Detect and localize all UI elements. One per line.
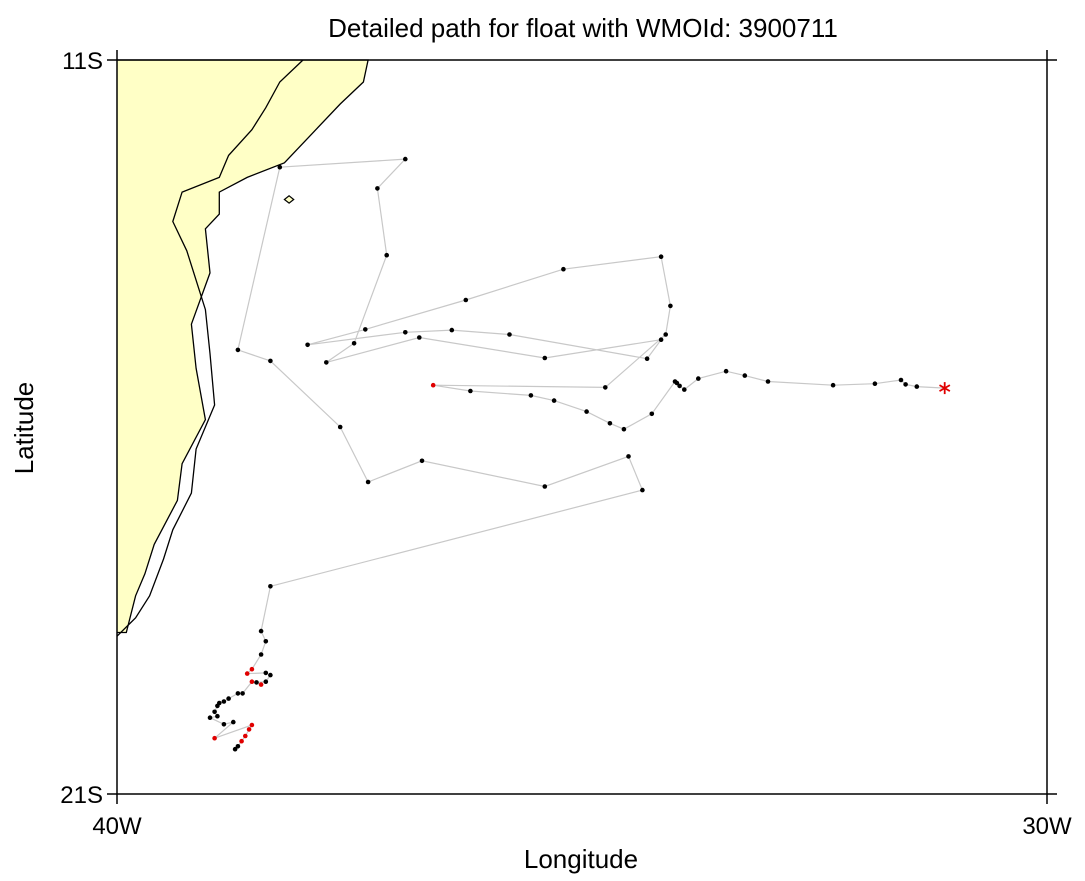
profile-point: [324, 360, 329, 365]
profile-point: [607, 421, 613, 426]
profile-point: [830, 382, 836, 388]
coastline: [117, 59, 369, 634]
profile-point: [419, 458, 425, 464]
profile-point: [507, 332, 512, 337]
profile-point: [723, 368, 729, 374]
profile-point: [240, 691, 245, 696]
profile-point: [221, 722, 227, 727]
flagged-profile-point: [258, 682, 264, 687]
profile-point: [226, 696, 231, 701]
profile-point: [221, 699, 227, 704]
flagged-profile-point: [246, 727, 252, 732]
profile-point: [263, 670, 269, 676]
chart-title: Detailed path for float with WMOId: 3900…: [328, 13, 838, 43]
profile-point: [417, 335, 422, 340]
profile-point: [207, 715, 213, 720]
island-shape: [283, 195, 295, 204]
isobath-line: [116, 59, 304, 637]
profile-point: [672, 379, 678, 384]
profile-point: [231, 719, 236, 725]
profile-point: [268, 672, 273, 678]
track-end-marker: [939, 382, 951, 395]
profile-point: [468, 388, 473, 394]
profile-point: [872, 381, 878, 387]
profile-point: [682, 387, 687, 392]
profile-point: [263, 639, 269, 644]
profile-point: [375, 186, 380, 191]
profile-point: [215, 713, 220, 719]
profile-point: [384, 252, 390, 258]
x-axis-label: Longitude: [524, 844, 638, 874]
profile-point: [403, 156, 408, 162]
profile-point: [542, 484, 548, 489]
profile-point: [235, 691, 241, 696]
profile-point: [551, 398, 557, 403]
profile-point: [258, 628, 264, 634]
profile-point: [254, 680, 259, 685]
profile-point: [528, 393, 534, 398]
profile-point: [914, 384, 920, 389]
flagged-profile-point: [239, 738, 244, 744]
profile-point: [742, 373, 748, 378]
profile-point: [215, 703, 220, 709]
profile-point: [663, 332, 668, 337]
x-tick-label: 40W: [92, 813, 142, 840]
profile-point: [658, 337, 664, 343]
profile-point: [561, 266, 566, 272]
profile-point: [403, 330, 408, 335]
profile-point: [235, 744, 241, 749]
profile-point: [232, 746, 238, 752]
profile-point: [351, 341, 357, 346]
flagged-profile-point: [243, 733, 248, 739]
profile-point: [263, 679, 269, 684]
profile-point: [626, 454, 631, 459]
profile-point: [212, 709, 217, 715]
profile-point: [258, 652, 264, 657]
profile-point: [542, 355, 548, 361]
profile-point: [235, 347, 241, 353]
profile-point: [658, 254, 664, 259]
profile-point: [305, 342, 310, 348]
flagged-profile-point: [430, 382, 436, 388]
profile-point: [365, 479, 371, 485]
profile-point: [621, 426, 627, 432]
flagged-profile-point: [212, 735, 217, 741]
profile-point: [449, 327, 455, 333]
y-axis-label: Latitude: [9, 382, 39, 475]
profile-point: [463, 297, 469, 303]
y-tick-label: 11S: [62, 48, 103, 75]
flagged-profile-point: [249, 666, 255, 672]
profile-point: [649, 411, 655, 417]
land-area: [117, 60, 369, 633]
profile-point: [363, 327, 368, 332]
profile-point: [277, 164, 283, 170]
profile-point: [696, 376, 701, 381]
profile-point: [603, 385, 608, 390]
axis-ticks: 40W 30W 11S 21S: [60, 48, 1072, 840]
profile-point: [640, 487, 645, 493]
profile-point: [644, 356, 650, 362]
y-tick-label: 21S: [60, 782, 103, 809]
profile-point: [677, 383, 682, 389]
profile-point: [898, 377, 904, 383]
profile-point: [268, 358, 273, 364]
x-tick-label: 30W: [1022, 813, 1072, 840]
profile-point: [268, 584, 273, 589]
profile-point: [337, 424, 343, 430]
profile-point: [903, 382, 908, 387]
plot-frame: [116, 59, 1048, 795]
float-track-line: [208, 158, 945, 750]
profile-point: [584, 409, 589, 414]
flagged-profile-point: [244, 671, 250, 676]
profile-point: [765, 379, 771, 384]
profile-point: [668, 303, 673, 309]
plot-area: [116, 59, 951, 752]
flagged-profile-point: [249, 722, 255, 728]
flagged-profile-point: [249, 679, 255, 684]
